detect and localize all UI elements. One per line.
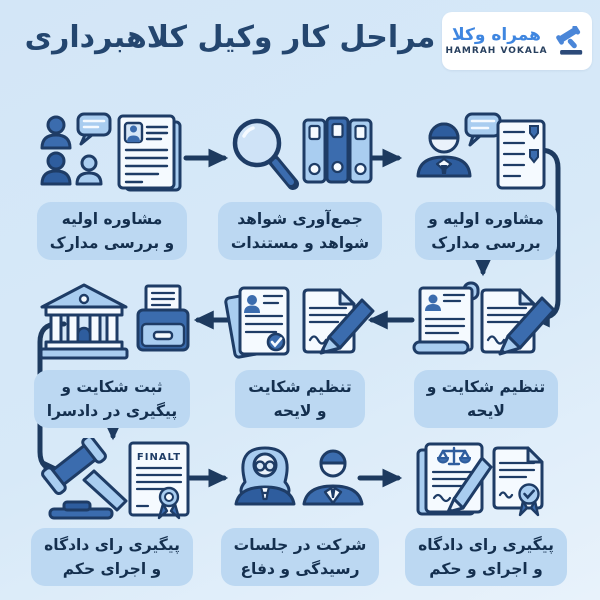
verdict-scales-certificate-icon bbox=[416, 442, 544, 517]
step-5: تنظیم شکایت و لایحه bbox=[212, 280, 388, 429]
step-4-label: تنظیم شکایت و لایحه bbox=[413, 370, 559, 429]
step-5-label: تنظیم شکایت و لایحه bbox=[235, 370, 365, 429]
page-title: مراحل کار وکیل کلاهبرداری bbox=[24, 20, 436, 55]
magnifier-evidence-binders-icon bbox=[232, 116, 373, 190]
step-8: شرکت در جلسات رسیدگی و دفاع bbox=[212, 438, 388, 587]
step-2: جمع‌آوری شواهد شواهد و مستندات bbox=[212, 112, 388, 261]
courthouse-case-file-icon bbox=[39, 283, 190, 360]
step-9-label: پیگیری رای دادگاه و اجرای و حکم bbox=[405, 528, 567, 587]
step-3: مشاوره اولیه و بررسی مدارک bbox=[398, 112, 574, 261]
gavel-final-certificate-icon: FINALT bbox=[41, 438, 190, 520]
step-6: ثبت شکایت و پیگیری در دادسرا bbox=[24, 280, 200, 429]
brand-logo: همراه وکلا HAMRAH VOKALA bbox=[442, 12, 592, 70]
clients-consultation-documents-icon bbox=[40, 112, 182, 192]
step-4: تنظیم شکایت و لایحه bbox=[398, 280, 574, 429]
certificate-final-text: FINALT bbox=[137, 452, 181, 463]
step-7: FINALT پ bbox=[24, 438, 200, 587]
step-7-label: پیگیری رای دادگاه و اجرای حکم bbox=[31, 528, 193, 587]
brand-name-en: HAMRAH VOKALA bbox=[445, 45, 548, 56]
step-3-label: مشاوره اولیه و بررسی مدارک bbox=[415, 202, 557, 261]
step-6-label: ثبت شکایت و پیگیری در دادسرا bbox=[33, 370, 191, 429]
brand-logo-text: همراه وکلا HAMRAH VOKALA bbox=[445, 25, 548, 56]
lawyer-consult-checklist-icon bbox=[416, 112, 546, 190]
step-8-label: شرکت در جلسات رسیدگی و دفاع bbox=[220, 528, 380, 587]
step-1: مشاوره اولیه و بررسی مدارک bbox=[24, 112, 200, 261]
gavel-icon bbox=[555, 25, 582, 55]
step-9: پیگیری رای دادگاه و اجرای و حکم bbox=[398, 438, 574, 587]
lawyers-hearing-icon bbox=[234, 446, 364, 506]
brand-name-fa: همراه وکلا bbox=[452, 25, 541, 46]
complaint-documents-pen-icon bbox=[224, 286, 375, 359]
step-2-label: جمع‌آوری شواهد شواهد و مستندات bbox=[217, 202, 383, 261]
petition-writing-pen-icon bbox=[412, 281, 556, 356]
step-1-label: مشاوره اولیه و بررسی مدارک bbox=[36, 202, 188, 261]
